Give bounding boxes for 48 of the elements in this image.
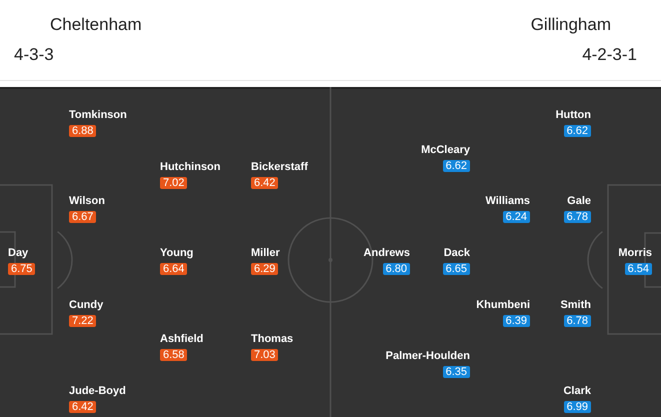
rating-badge: 6.65 [442, 263, 470, 275]
rating-badge: 7.22 [69, 315, 96, 327]
player-name: Hutton [556, 108, 591, 122]
rating-badge: 6.35 [442, 366, 470, 378]
rating-badge: 7.02 [160, 177, 188, 189]
player-name: Dack [444, 246, 470, 260]
player-name: Wilson [69, 194, 105, 208]
formation-text: 4-2-3-1 [582, 45, 637, 65]
player-name: Thomas [251, 332, 294, 346]
player-name: Williams [485, 194, 530, 208]
rating-badge: 6.67 [69, 211, 96, 223]
player-name: Tomkinson [69, 108, 127, 122]
player-name: Jude-Boyd [69, 384, 126, 398]
player-name: Young [160, 246, 194, 260]
rating-badge: 6.54 [624, 263, 652, 275]
player-name: Palmer-Houlden [386, 349, 470, 363]
rating-badge: 6.78 [564, 315, 591, 327]
rating-badge: 7.03 [251, 349, 278, 361]
formation-text: 4-3-3 [14, 45, 54, 65]
player-name: Morris [618, 246, 652, 260]
rating-badge: 6.75 [8, 263, 36, 275]
rating-badge: 6.58 [160, 349, 188, 361]
player-name: Smith [560, 298, 591, 312]
team-name: Gillingham [530, 15, 611, 35]
player-name: Clark [563, 384, 591, 398]
rating-badge: 6.99 [564, 401, 591, 413]
rating-badge: 6.42 [251, 177, 278, 189]
player-name: Ashfield [160, 332, 204, 346]
player-name: Khumbeni [476, 298, 530, 312]
rating-badge: 6.80 [382, 263, 410, 275]
player-name: McCleary [421, 143, 470, 157]
player-name: Gale [567, 194, 591, 208]
rating-badge: 6.39 [502, 315, 530, 327]
player-name: Day [8, 246, 28, 260]
player-name: Bickerstaff [251, 160, 308, 174]
player-name: Andrews [364, 246, 410, 260]
rating-badge: 6.62 [564, 125, 591, 137]
rating-badge: 6.88 [69, 125, 96, 137]
rating-badge: 6.24 [502, 211, 530, 223]
rating-badge: 6.64 [160, 263, 188, 275]
rating-badge: 6.78 [564, 211, 591, 223]
rating-badge: 6.62 [442, 160, 470, 172]
rating-badge: 6.42 [69, 401, 96, 413]
player-name: Miller [251, 246, 280, 260]
player-name: Cundy [69, 298, 104, 312]
player-name: Hutchinson [160, 160, 220, 174]
team-name: Cheltenham [50, 15, 142, 35]
rating-badge: 6.29 [251, 263, 278, 275]
